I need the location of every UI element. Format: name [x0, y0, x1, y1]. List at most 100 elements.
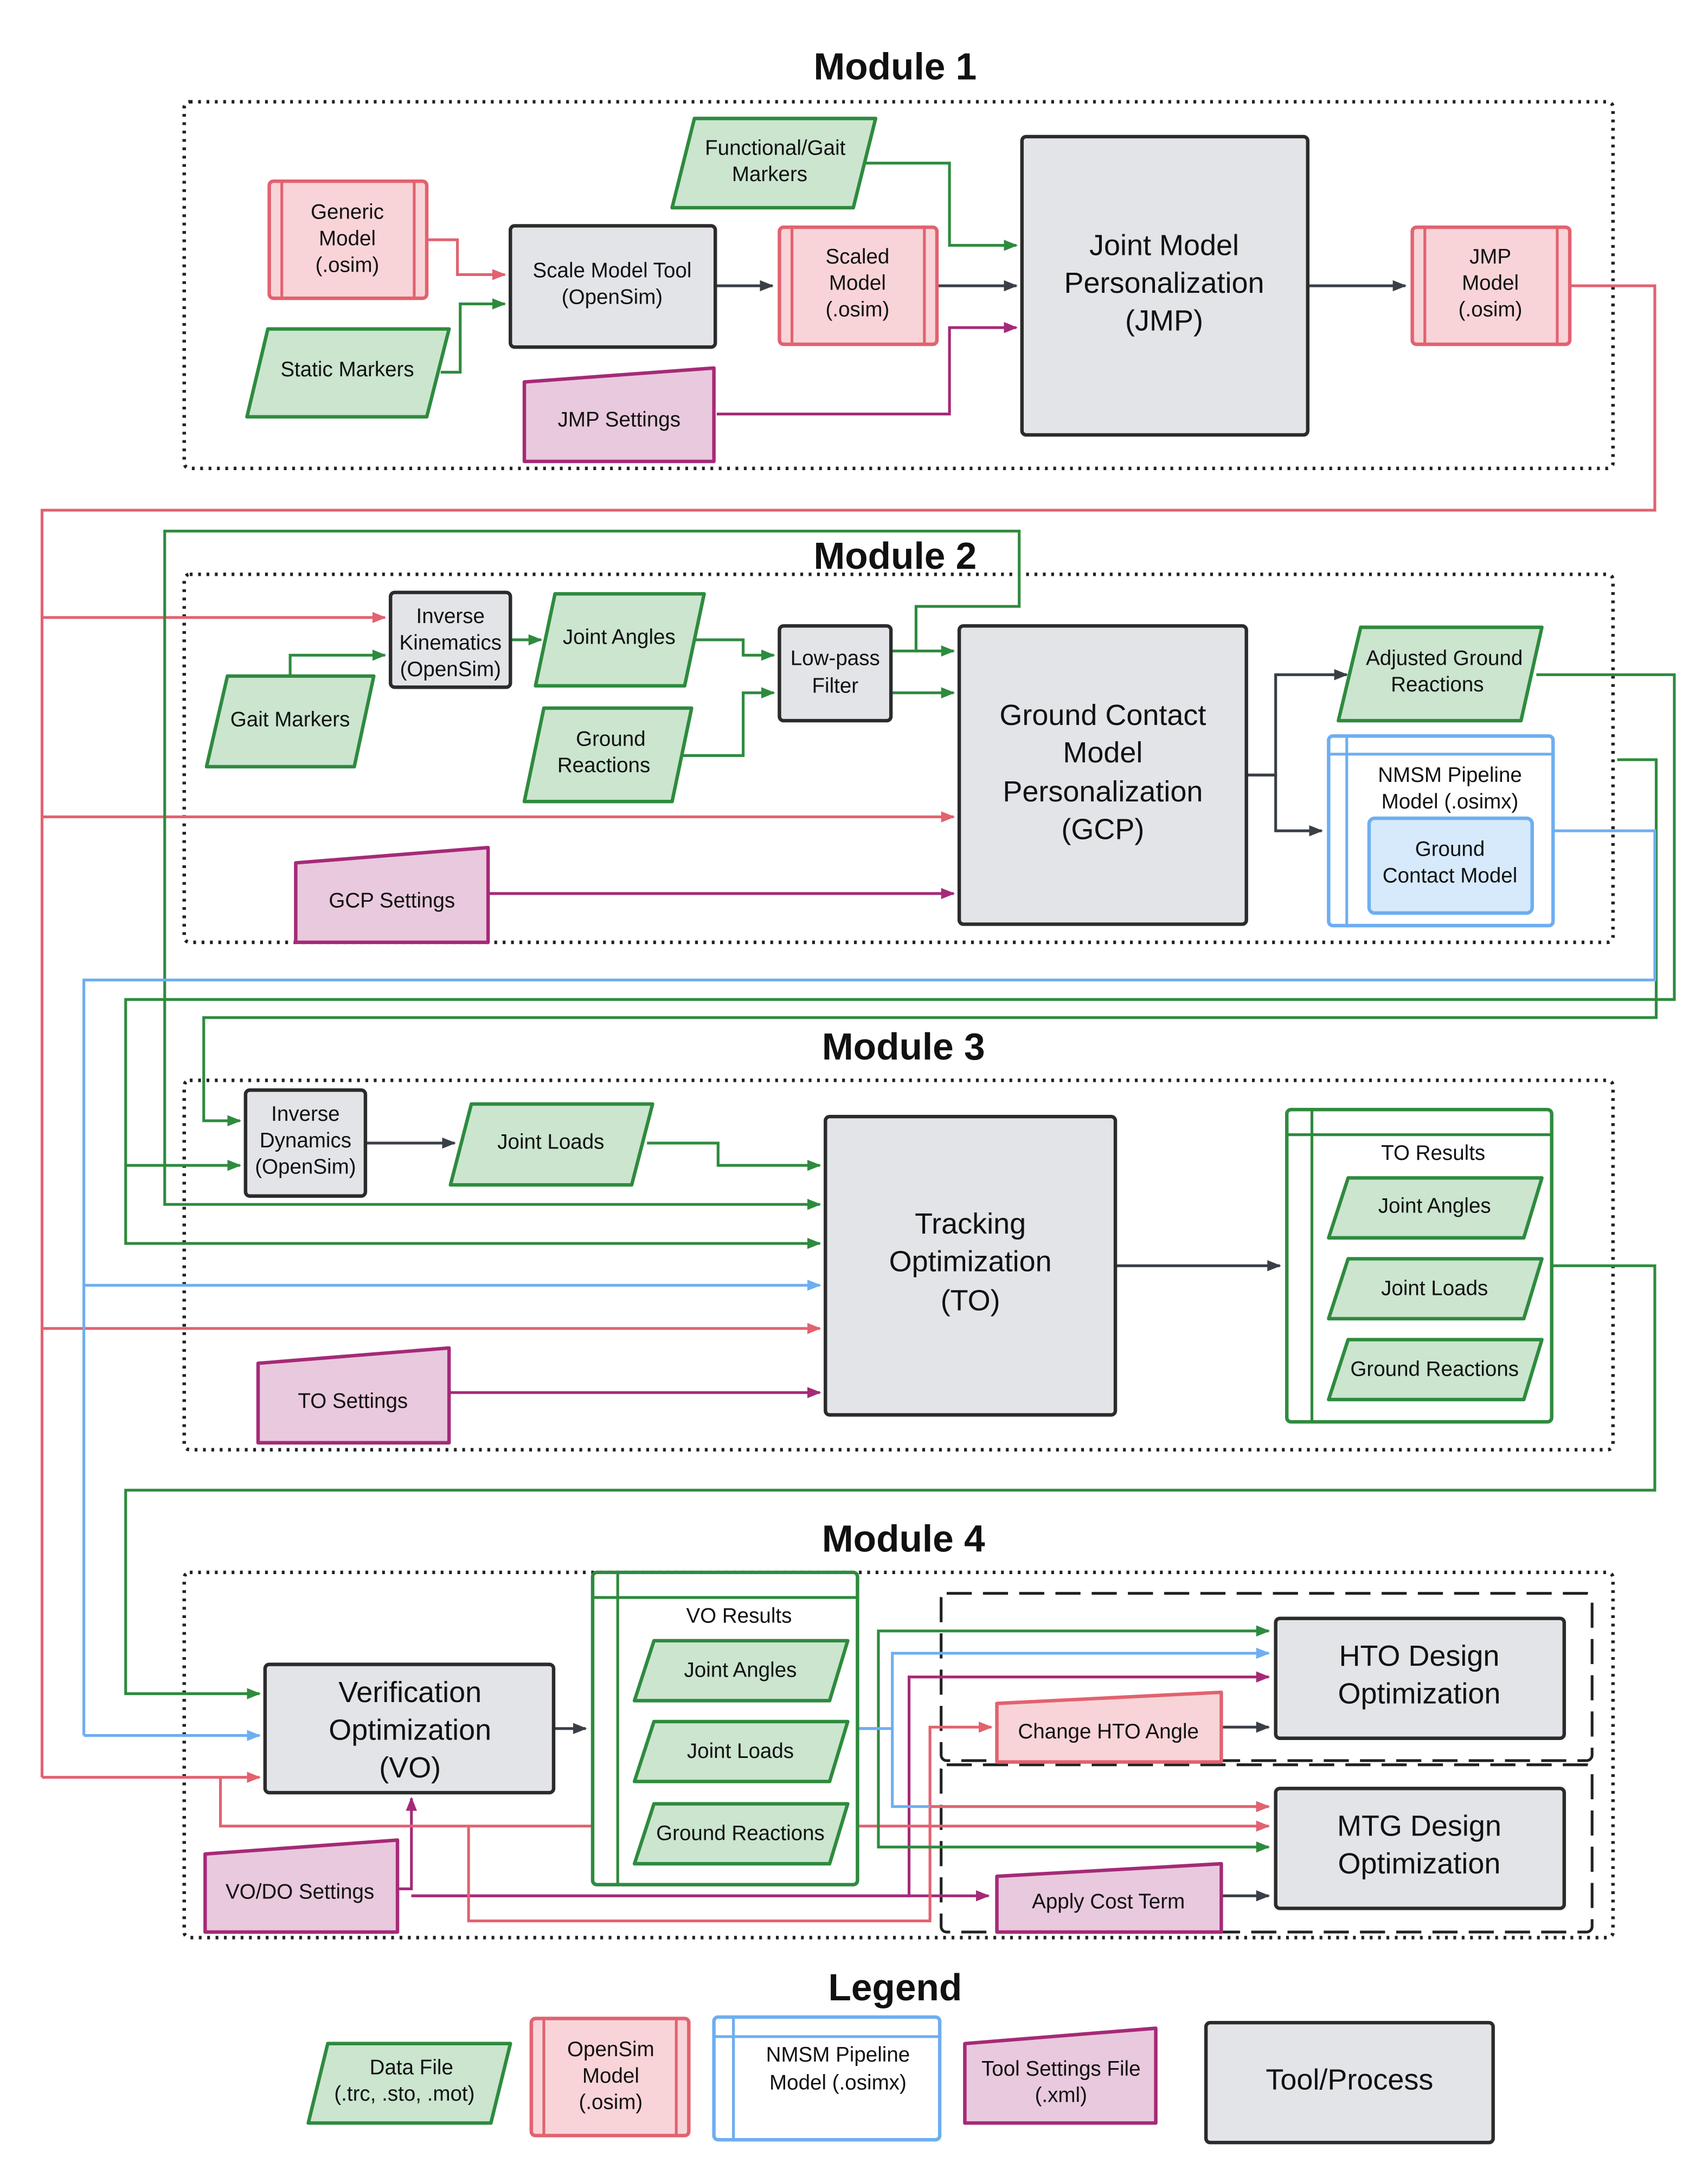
svg-text:Tool Settings File(.xml): Tool Settings File(.xml) [981, 2057, 1141, 2107]
module-containers [182, 100, 1615, 1940]
arrow-jmpsettings-to-jmp [716, 322, 1018, 416]
arrow-loads-to-to [647, 1141, 821, 1171]
module-3-title: Module 3 [822, 1025, 985, 1068]
module-1-title: Module 1 [813, 46, 977, 88]
module-4-title: Module 4 [822, 1517, 985, 1559]
data-static-markers: Static Markers [245, 327, 451, 419]
legend-tool-process: Tool/Process [1204, 2020, 1495, 2145]
vo-result-joint-loads [632, 1719, 850, 1783]
settings-vo-do: VO/DO Settings [203, 1838, 400, 1934]
svg-text:VO/DO Settings: VO/DO Settings [226, 1880, 374, 1903]
arrow-results-to-mtg-green [877, 1728, 1270, 1853]
to-result-joint-angles [1327, 1176, 1544, 1240]
arrow-angles-to-id [202, 758, 1658, 1127]
data-joint-angles-m2: Joint Angles [534, 592, 706, 688]
bus-jmp-model [40, 284, 1656, 1777]
module-2-container [182, 572, 1615, 945]
settings-jmp: JMP Settings [522, 366, 716, 464]
to-result-joint-loads [1327, 1257, 1544, 1321]
legend-title: Legend [828, 1966, 962, 2008]
svg-text:Joint Angles: Joint Angles [1378, 1195, 1491, 1218]
arrow-gcp-to-nmsm [1248, 773, 1324, 837]
arrow-angles-to-filter [693, 638, 775, 661]
svg-text:Apply Cost Term: Apply Cost Term [1032, 1890, 1185, 1913]
svg-text:Joint Angles: Joint Angles [684, 1659, 797, 1682]
ground-contact-model-inner [1367, 816, 1534, 915]
data-joint-loads-m3: Joint Loads [448, 1102, 654, 1187]
arrow-gait-to-ik [288, 649, 387, 676]
svg-text:Joint Loads: Joint Loads [1381, 1276, 1488, 1300]
svg-text:TO Results: TO Results [1381, 1141, 1485, 1165]
arrow-generic-to-scale [427, 238, 506, 280]
module-3-container [182, 1079, 1615, 1452]
svg-text:JMP Settings: JMP Settings [558, 408, 680, 432]
svg-text:Ground Reactions: Ground Reactions [1350, 1357, 1519, 1381]
tool-scale-model: Scale Model Tool(OpenSim) [509, 224, 717, 349]
arrow-functional-to-jmp [864, 162, 1018, 251]
arrow-vosettings-to-hto [411, 1671, 1270, 1897]
svg-text:Joint Angles: Joint Angles [563, 626, 676, 649]
svg-text:TO Settings: TO Settings [298, 1389, 408, 1413]
settings-apply-cost-term: Apply Cost Term [995, 1862, 1223, 1934]
vo-results-group: VO Results Joint Angles Joint Loads Grou… [590, 1570, 859, 1886]
svg-text:Data File(.trc, .sto, .mot): Data File(.trc, .sto, .mot) [334, 2056, 474, 2106]
bus-adjusted-gr [124, 673, 1676, 1249]
bus-filtered-angles [163, 529, 1021, 1210]
arrow-gr-to-filter [677, 687, 775, 757]
arrow-jmpmodel-to-change [219, 1721, 993, 1923]
legend-data-file: Data File(.trc, .sto, .mot) [306, 2042, 512, 2125]
to-results-group: TO Results Joint Angles Joint Loads Grou… [1285, 1108, 1553, 1424]
arrow-static-to-scale [440, 298, 506, 374]
module-2-title: Module 2 [813, 535, 977, 577]
svg-text:Joint Loads: Joint Loads [497, 1130, 604, 1153]
svg-text:Tool/Process: Tool/Process [1266, 2064, 1433, 2096]
svg-text:Static Markers: Static Markers [280, 358, 414, 381]
to-result-ground-reactions [1327, 1338, 1544, 1402]
svg-text:GCP Settings: GCP Settings [329, 889, 455, 913]
settings-gcp: GCP Settings [294, 845, 490, 945]
legend-tool-settings: Tool Settings File(.xml) [963, 2026, 1158, 2125]
bus-nmsm-model [82, 829, 1656, 1736]
svg-text:Scale Model Tool(OpenSim): Scale Model Tool(OpenSim) [533, 259, 692, 309]
svg-text:Gait Markers: Gait Markers [230, 708, 350, 731]
settings-change-hto-angle: Change HTO Angle [995, 1690, 1223, 1764]
vo-result-joint-angles [632, 1639, 850, 1703]
arrow-nmsm-to-hto [858, 1647, 1270, 1730]
bus-to-results [124, 1264, 1656, 1699]
data-gait-markers: Gait Markers [204, 674, 376, 769]
svg-text:VO Results: VO Results [686, 1604, 792, 1627]
arrow-vosettings-to-vo [399, 1796, 418, 1890]
vo-result-ground-reactions [632, 1802, 850, 1866]
